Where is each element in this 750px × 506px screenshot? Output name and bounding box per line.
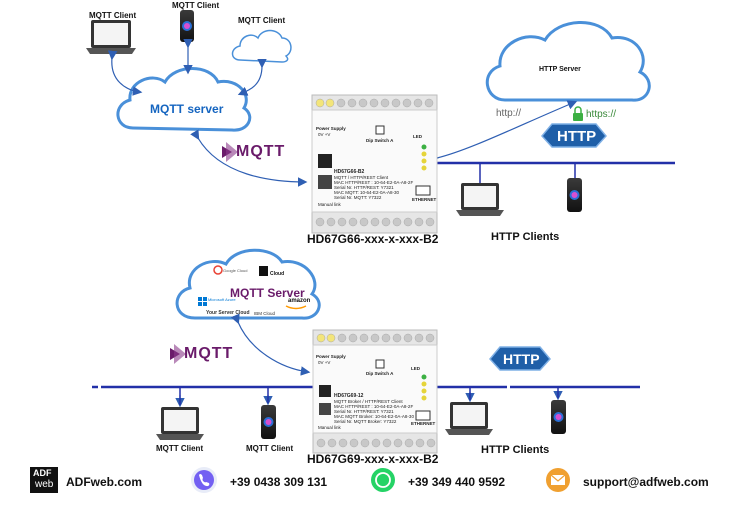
device-manual-link[interactable]: Manual link — [318, 425, 341, 430]
amazon-icon — [285, 305, 307, 310]
device-power-supply: Power Supply — [316, 126, 346, 131]
contact-footer: ADF web ADFweb.com +39 0438 309 131 +39 … — [0, 466, 750, 502]
http-url: http:// — [496, 108, 522, 119]
http-badge: HTTP — [503, 351, 540, 367]
adfweb-logo — [30, 467, 58, 493]
mqtt-logo — [170, 344, 186, 364]
device-name-top: HD67G66-xxx-x-xxx-B2 — [307, 232, 439, 246]
device-manual-link[interactable]: Manual link — [318, 202, 341, 207]
mqtt-server-cloud-bottom — [175, 248, 321, 320]
azure-label: Microsoft Azure — [208, 297, 236, 302]
gateway-device-bottom — [312, 329, 438, 454]
smartphone-icon — [567, 178, 582, 212]
http-clients-label: HTTP Clients — [481, 444, 550, 456]
http-server-cloud — [485, 21, 651, 102]
website-link[interactable]: ADFweb.com — [66, 475, 143, 489]
device-desc: MQTT / HTTP/REST Client — [334, 175, 389, 180]
laptop-icon — [86, 20, 136, 54]
device-serial-http: Serial Nr. HTTP/REST: Y7321 — [334, 185, 394, 190]
device-model: HD67G69-12 — [334, 393, 364, 399]
laptop-icon — [456, 183, 504, 216]
whatsapp-number[interactable]: +39 349 440 9592 — [408, 475, 506, 489]
http-badge: HTTP — [557, 128, 597, 145]
device-dip-switch: Dip Switch A — [366, 138, 394, 143]
gateway-device-top — [311, 94, 438, 234]
device-serial-mqtt: Serial Nr. MQTT Broker: Y7322 — [334, 419, 397, 424]
mqtt-client-label: MQTT Client — [246, 444, 294, 453]
device-led-label: LED — [413, 134, 422, 139]
mqtt-client-cloud-icon — [231, 29, 292, 63]
https-url: https:// — [586, 109, 617, 120]
mqtt-logo-text: MQTT — [184, 345, 234, 362]
lock-icon — [573, 106, 583, 121]
device-power-supply: Power Supply — [316, 354, 346, 359]
http-badge-shape — [489, 346, 551, 371]
device-serial-mqtt: Serial Nr. MQTT: Y7322 — [334, 195, 382, 200]
laptop-icon — [445, 402, 493, 435]
whatsapp-icon — [371, 468, 395, 492]
device-mac-http: MAC HTTP/REST : 10-64-E2-0A-A8-2F — [334, 404, 414, 409]
http-server-label: HTTP Server — [539, 66, 581, 73]
email-icon — [546, 468, 570, 492]
mqtt-client-label: MQTT Client — [89, 11, 137, 20]
device-voltage: 0V +V — [318, 132, 331, 137]
device-name-bottom: HD67G69-xxx-x-xxx-B2 — [307, 452, 439, 466]
smartphone-icon — [261, 405, 276, 439]
google-cloud-label: Google Cloud — [223, 268, 248, 273]
device-ethernet: ETHERNET — [412, 197, 437, 202]
connection-arrows-top — [107, 38, 578, 187]
amazon-label: amazon — [288, 298, 311, 304]
laptop-icon — [156, 407, 204, 440]
device-ethernet: ETHERNET — [411, 421, 436, 426]
mqtt-client-label: MQTT Client — [156, 444, 204, 453]
device-mac-mqtt: MAC MQTT: 10-64-E2-0A-A8-30 — [334, 190, 400, 195]
mqtt-client-label: MQTT Client — [172, 1, 220, 10]
adfweb-cloud-logo — [259, 266, 268, 276]
smartphone-icon — [180, 10, 194, 42]
adfweb-logo-bottom: web — [35, 479, 54, 490]
mqtt-logo — [222, 142, 238, 162]
phone-number[interactable]: +39 0438 309 131 — [230, 475, 328, 489]
device-led-label: LED — [411, 366, 420, 371]
smartphone-icon — [551, 400, 566, 434]
mqtt-logo-text: MQTT — [236, 143, 286, 160]
device-model: HD67G66-B2 — [334, 169, 365, 175]
phone-icon — [191, 467, 217, 493]
your-server-cloud-label: Your Server Cloud — [206, 310, 250, 316]
mqtt-server-label: MQTT server — [150, 102, 224, 116]
device-voltage: 0V +V — [318, 360, 331, 365]
support-email[interactable]: support@adfweb.com — [583, 475, 709, 489]
adfweb-cloud-label: Cloud — [270, 271, 285, 277]
device-mac-http: MAC HTTP/REST : 10-64-E2-0A-A8-2F — [334, 180, 414, 185]
http-badge-shape — [541, 123, 607, 148]
azure-icon — [198, 297, 207, 306]
device-mac-mqtt: MAC MQTT Broker: 10-64-E2-0A-A8-30 — [334, 414, 414, 419]
device-serial-http: Serial Nr. HTTP/REST: Y7321 — [334, 409, 394, 414]
adfweb-logo-top: ADF — [33, 468, 52, 478]
mqtt-server-cloud — [116, 67, 252, 132]
mqtt-server-label-bottom: MQTT Server — [230, 286, 305, 300]
ibm-cloud-label: IBM Cloud — [254, 311, 276, 316]
google-cloud-icon — [213, 265, 223, 275]
mqtt-client-label: MQTT Client — [238, 16, 286, 25]
device-desc: MQTT Broker / HTTP/REST Client — [334, 399, 403, 404]
device-dip-switch: Dip Switch A — [366, 371, 394, 376]
http-clients-label: HTTP Clients — [491, 231, 560, 243]
